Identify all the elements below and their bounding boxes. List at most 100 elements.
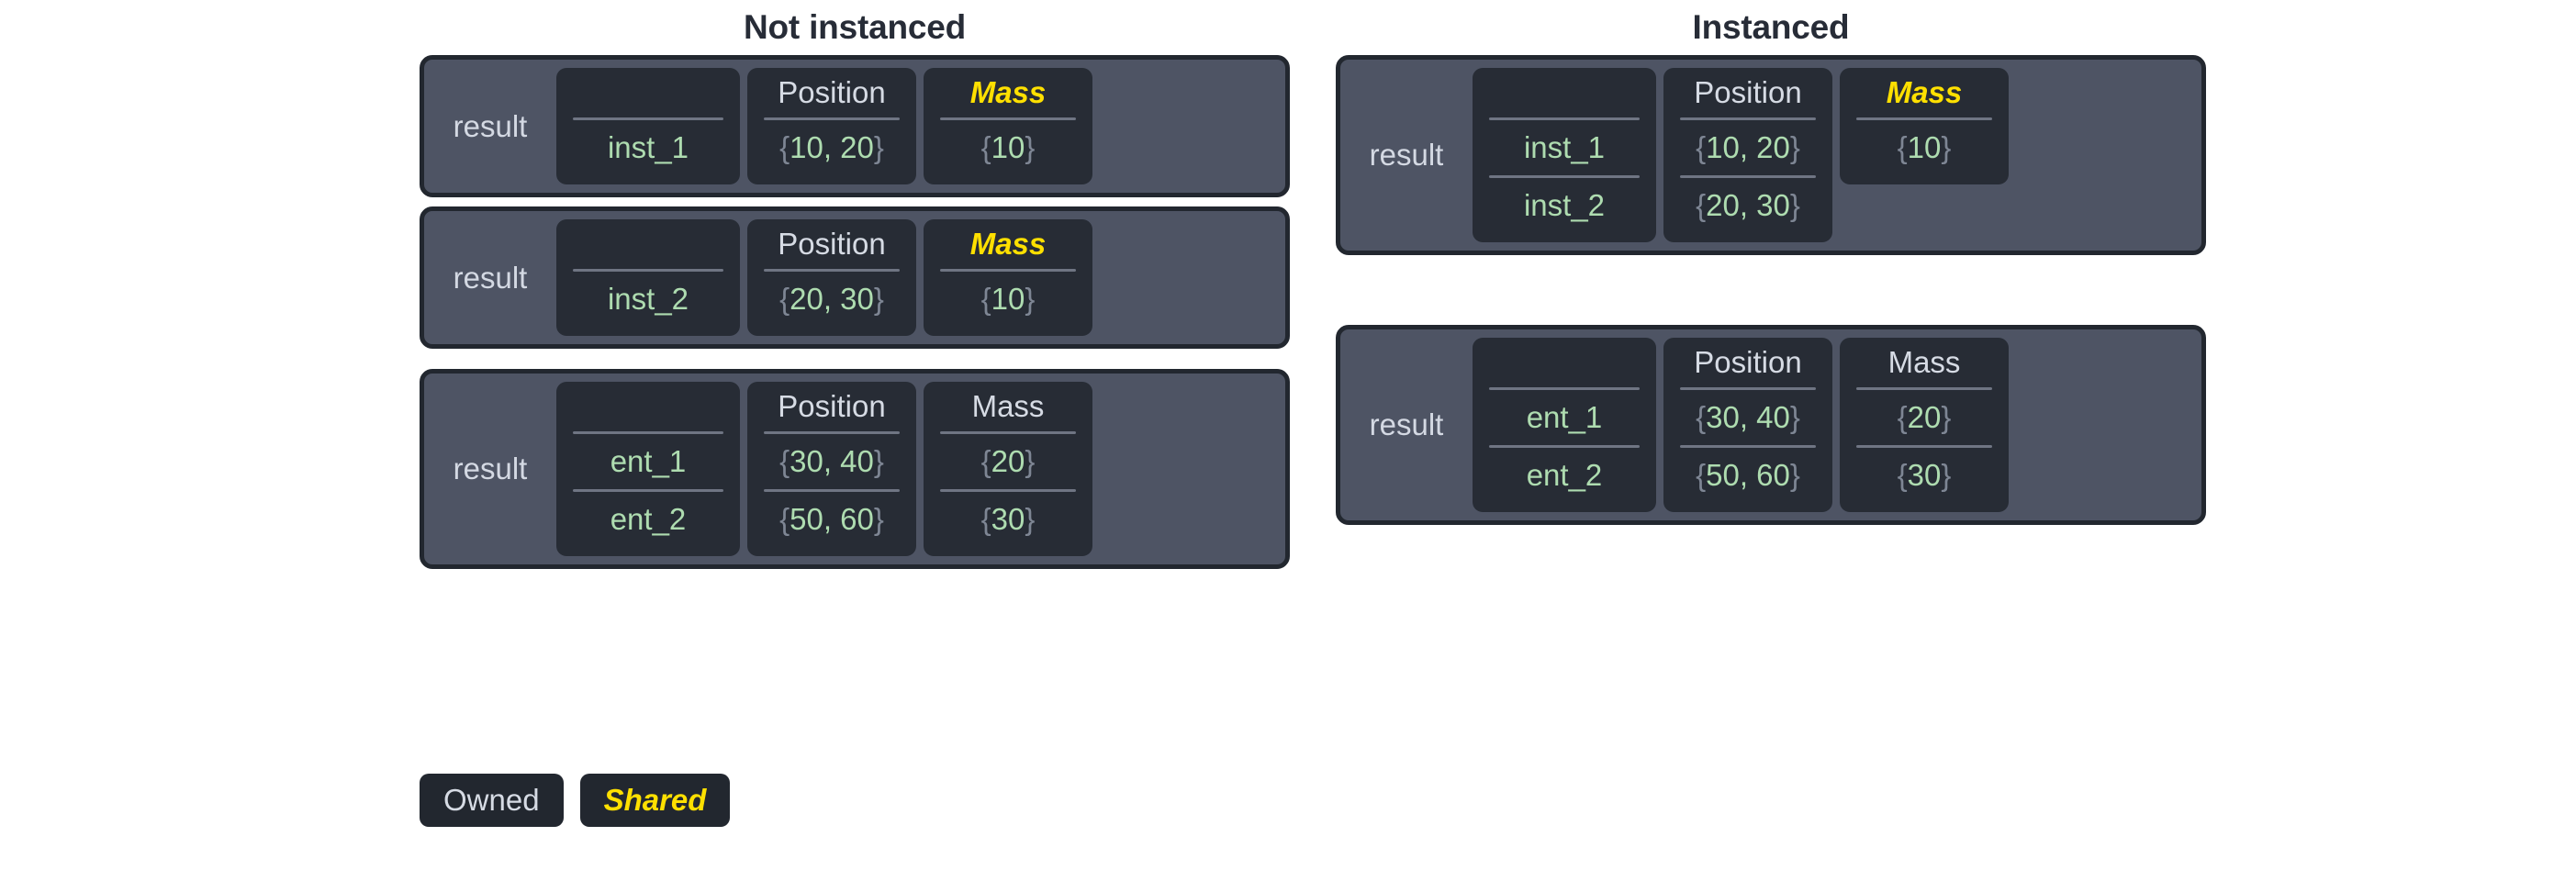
column-pos: Position {30, 40} {50, 60} xyxy=(747,382,916,556)
brace-open: { xyxy=(1696,458,1707,492)
brace-open: { xyxy=(1696,188,1707,222)
column-mass: Mass {10} xyxy=(924,68,1092,184)
brace-close: } xyxy=(873,130,884,164)
brace-open: { xyxy=(980,130,991,164)
column-mass: Mass{20}{30} xyxy=(924,382,1092,556)
row-separator xyxy=(764,431,900,434)
cell-number: 20 xyxy=(991,444,1025,478)
brace-open: { xyxy=(779,130,790,164)
row-separator xyxy=(1680,387,1816,390)
brace-open: { xyxy=(980,444,991,478)
brace-close: } xyxy=(1941,458,1952,492)
cell-value: {30} xyxy=(1853,448,1996,503)
cell-number: 10, 20 xyxy=(1706,130,1790,164)
row-separator xyxy=(764,117,900,120)
column-mass: Mass {20}{30} xyxy=(1840,338,2009,512)
row-separator xyxy=(1680,445,1816,448)
brace-close: } xyxy=(1941,130,1952,164)
cell-number: 20, 30 xyxy=(1706,188,1790,222)
brace-close: } xyxy=(1025,130,1036,164)
brace-open: { xyxy=(1696,130,1707,164)
row-separator xyxy=(573,117,723,120)
brace-open: { xyxy=(1897,458,1908,492)
cell-number: 50, 60 xyxy=(1706,458,1790,492)
column-header xyxy=(569,382,727,431)
column-header: Position xyxy=(1694,345,1802,379)
row-separator xyxy=(940,489,1076,492)
panel-label: result xyxy=(453,260,528,295)
row-separator xyxy=(1489,387,1640,390)
section-title-instanced: Instanced xyxy=(1692,8,1850,46)
cell-number: 20, 30 xyxy=(790,282,874,316)
row-separator xyxy=(1856,387,1992,390)
row-separator xyxy=(940,431,1076,434)
cell-value: {10} xyxy=(936,120,1080,175)
brace-open: { xyxy=(980,502,991,536)
cell-value: inst_2 xyxy=(1523,188,1606,222)
brace-close: } xyxy=(1025,282,1036,316)
brace-open: { xyxy=(1897,130,1908,164)
legend-chip-owned: Owned xyxy=(420,774,564,827)
cell-value: {10} xyxy=(1853,120,1996,175)
cell-number: 20 xyxy=(1907,400,1942,434)
cell-number: 30 xyxy=(991,502,1025,536)
cell-value: {20, 30} xyxy=(1676,178,1820,233)
panel-label: result xyxy=(1369,138,1444,172)
cell-value: {10} xyxy=(936,272,1080,327)
column-header: Mass xyxy=(971,389,1045,423)
column-header: Position xyxy=(778,389,886,423)
row-separator xyxy=(573,489,723,492)
cell-number: 30, 40 xyxy=(790,444,874,478)
cell-number: 10, 20 xyxy=(790,130,874,164)
cell-number: 10 xyxy=(991,282,1025,316)
brace-close: } xyxy=(873,444,884,478)
row-separator xyxy=(1680,175,1816,178)
cell-value: inst_1 xyxy=(607,130,689,164)
cell-number: 50, 60 xyxy=(790,502,874,536)
column-header: Position xyxy=(1694,75,1802,109)
panel-label: result xyxy=(453,108,528,143)
cell-number: 30, 40 xyxy=(1706,400,1790,434)
legend: Owned Shared xyxy=(420,774,731,827)
cell-value: inst_2 xyxy=(607,282,689,316)
column-pos: Position{10, 20} xyxy=(747,68,916,184)
row-separator xyxy=(573,269,723,272)
row-separator xyxy=(1856,445,1992,448)
brace-close: } xyxy=(1789,188,1800,222)
row-separator xyxy=(764,269,900,272)
result-panel: result inst_1 Position{10, 20} Mass {10} xyxy=(420,55,1290,197)
cell-value: {10, 20} xyxy=(760,120,903,175)
row-separator xyxy=(940,117,1076,120)
cell-number: 10 xyxy=(1907,130,1942,164)
cell-value: ent_1 xyxy=(1526,400,1603,434)
cell-number: 10 xyxy=(991,130,1025,164)
column-header: Mass xyxy=(1887,345,1961,379)
column-header xyxy=(1485,338,1643,387)
column-header xyxy=(569,219,727,269)
row-separator xyxy=(1489,117,1640,120)
section-title-not-instanced: Not instanced xyxy=(743,8,967,46)
cell-number: 30 xyxy=(1907,458,1942,492)
cell-value: {50, 60} xyxy=(1676,448,1820,503)
column-mass: Mass{10} xyxy=(1840,68,2009,184)
brace-close: } xyxy=(1789,458,1800,492)
cell-value: {10, 20} xyxy=(1676,120,1820,175)
cell-value: {30, 40} xyxy=(760,434,903,489)
column-header xyxy=(1485,68,1643,117)
row-separator xyxy=(940,269,1076,272)
column-pos: Position{20, 30} xyxy=(747,219,916,336)
row-separator xyxy=(1489,175,1640,178)
column-header: Mass xyxy=(969,75,1047,109)
brace-open: { xyxy=(779,502,790,536)
cell-value: {20, 30} xyxy=(760,272,903,327)
cell-value: inst_1 xyxy=(1523,130,1606,164)
